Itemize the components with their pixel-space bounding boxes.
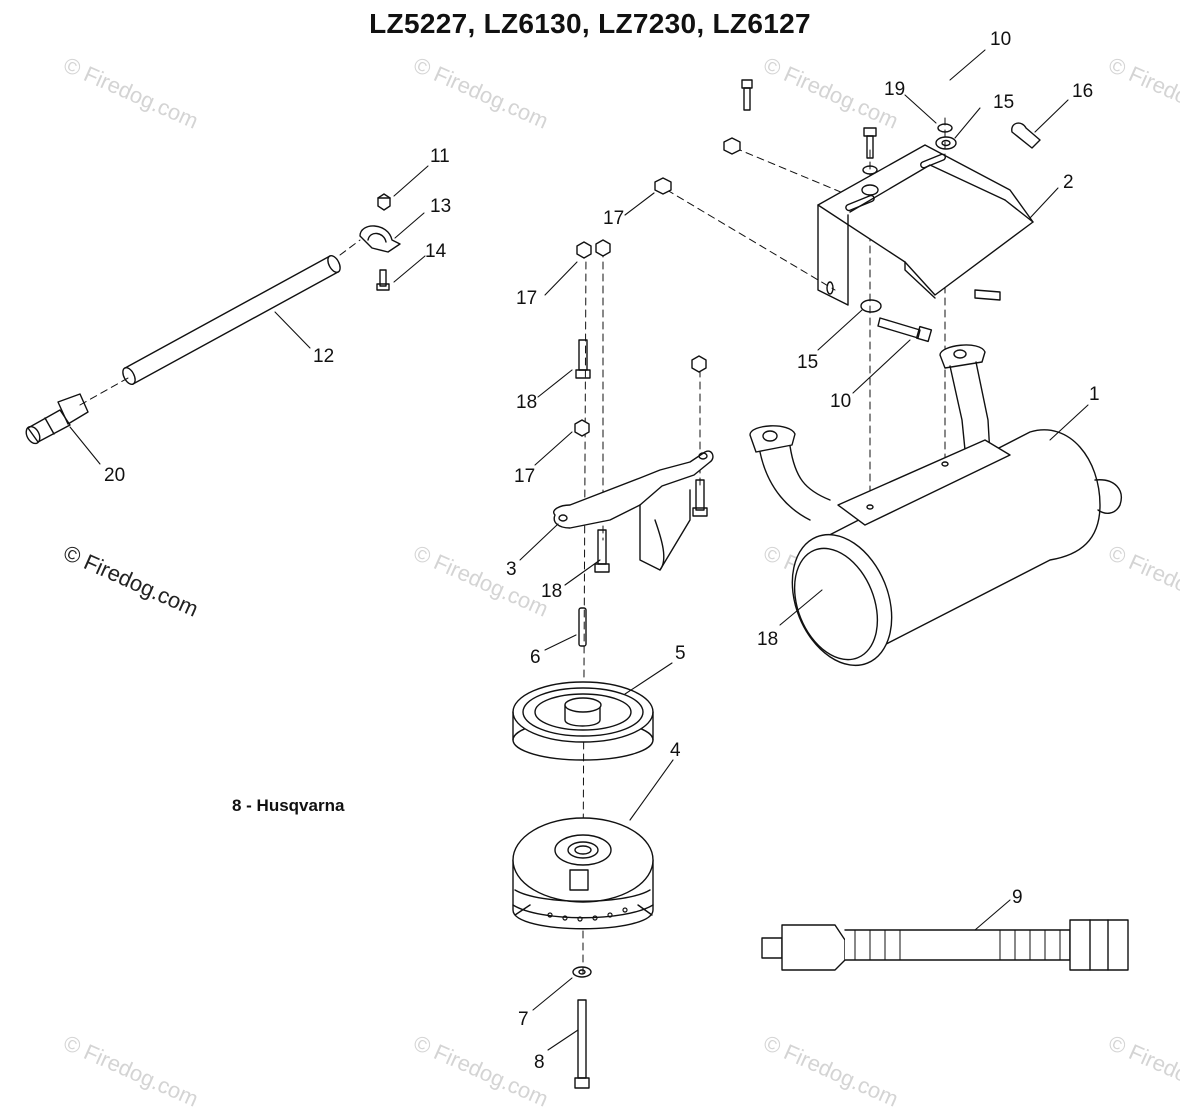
callout-17: 17 (603, 208, 624, 229)
pin-part-6 (578, 607, 587, 647)
bolt-part-14 (376, 269, 390, 291)
bracket-part-3 (553, 450, 714, 571)
callout-4: 4 (670, 740, 681, 761)
callout-5: 5 (675, 643, 686, 664)
washer-part-19 (937, 123, 953, 133)
husqvarna-note: 8 - Husqvarna (232, 796, 345, 815)
heat-shield-part-2 (817, 144, 1034, 306)
callout-6: 6 (530, 647, 541, 668)
washer-part-15-lower (860, 299, 882, 313)
callout-2: 2 (1063, 172, 1074, 193)
callout-14: 14 (425, 241, 447, 262)
pulley-part-5 (512, 681, 654, 761)
nut-top-left (723, 137, 741, 155)
callout-15: 15 (797, 352, 818, 373)
callout-17: 17 (516, 288, 537, 309)
callout-17: 17 (514, 466, 535, 487)
bolt-part-18-upper (575, 339, 591, 379)
washer-part-15-top (935, 136, 957, 150)
callout-9: 9 (1012, 887, 1023, 908)
tube-part-12 (122, 255, 341, 385)
nut-part-17-top (654, 177, 672, 195)
nut-part-11 (377, 193, 391, 211)
callout-10: 10 (990, 29, 1011, 50)
callout-3: 3 (506, 559, 517, 580)
callout-19: 19 (884, 79, 905, 100)
bolt-part-10-lower (877, 317, 933, 343)
bolt-part-10-top (741, 79, 753, 111)
callout-13: 13 (430, 196, 451, 217)
callout-7: 7 (518, 1009, 529, 1030)
washer-part-7 (572, 966, 592, 978)
nut-part-17-lower (574, 419, 590, 437)
clutch-part-4 (512, 817, 654, 930)
callout-18: 18 (757, 629, 778, 650)
callout-16: 16 (1072, 81, 1093, 102)
bolt-right (692, 479, 708, 517)
callout-15: 15 (993, 92, 1014, 113)
callout-12: 12 (313, 346, 334, 367)
callout-1: 1 (1089, 384, 1100, 405)
nut-part-17-upper (576, 239, 611, 259)
callout-18: 18 (541, 581, 562, 602)
callout-18: 18 (516, 392, 537, 413)
bolt-shield-right (974, 289, 1001, 301)
fitting-part-20 (25, 393, 89, 445)
callout-20: 20 (104, 465, 125, 486)
diagram-title: LZ5227, LZ6130, LZ7230, LZ6127 (369, 8, 811, 39)
bolt-part-18-lower (594, 529, 610, 573)
harness-part-9 (761, 919, 1129, 971)
callout-11: 11 (430, 146, 450, 167)
callout-10: 10 (830, 391, 851, 412)
muffler-part-1 (749, 344, 1122, 667)
bolt-small-top (862, 127, 878, 175)
bolt-part-16 (1011, 122, 1041, 149)
nut-right (691, 355, 707, 373)
bolt-part-8 (574, 999, 590, 1089)
clamp-part-13 (359, 225, 401, 253)
callout-8: 8 (534, 1052, 545, 1073)
